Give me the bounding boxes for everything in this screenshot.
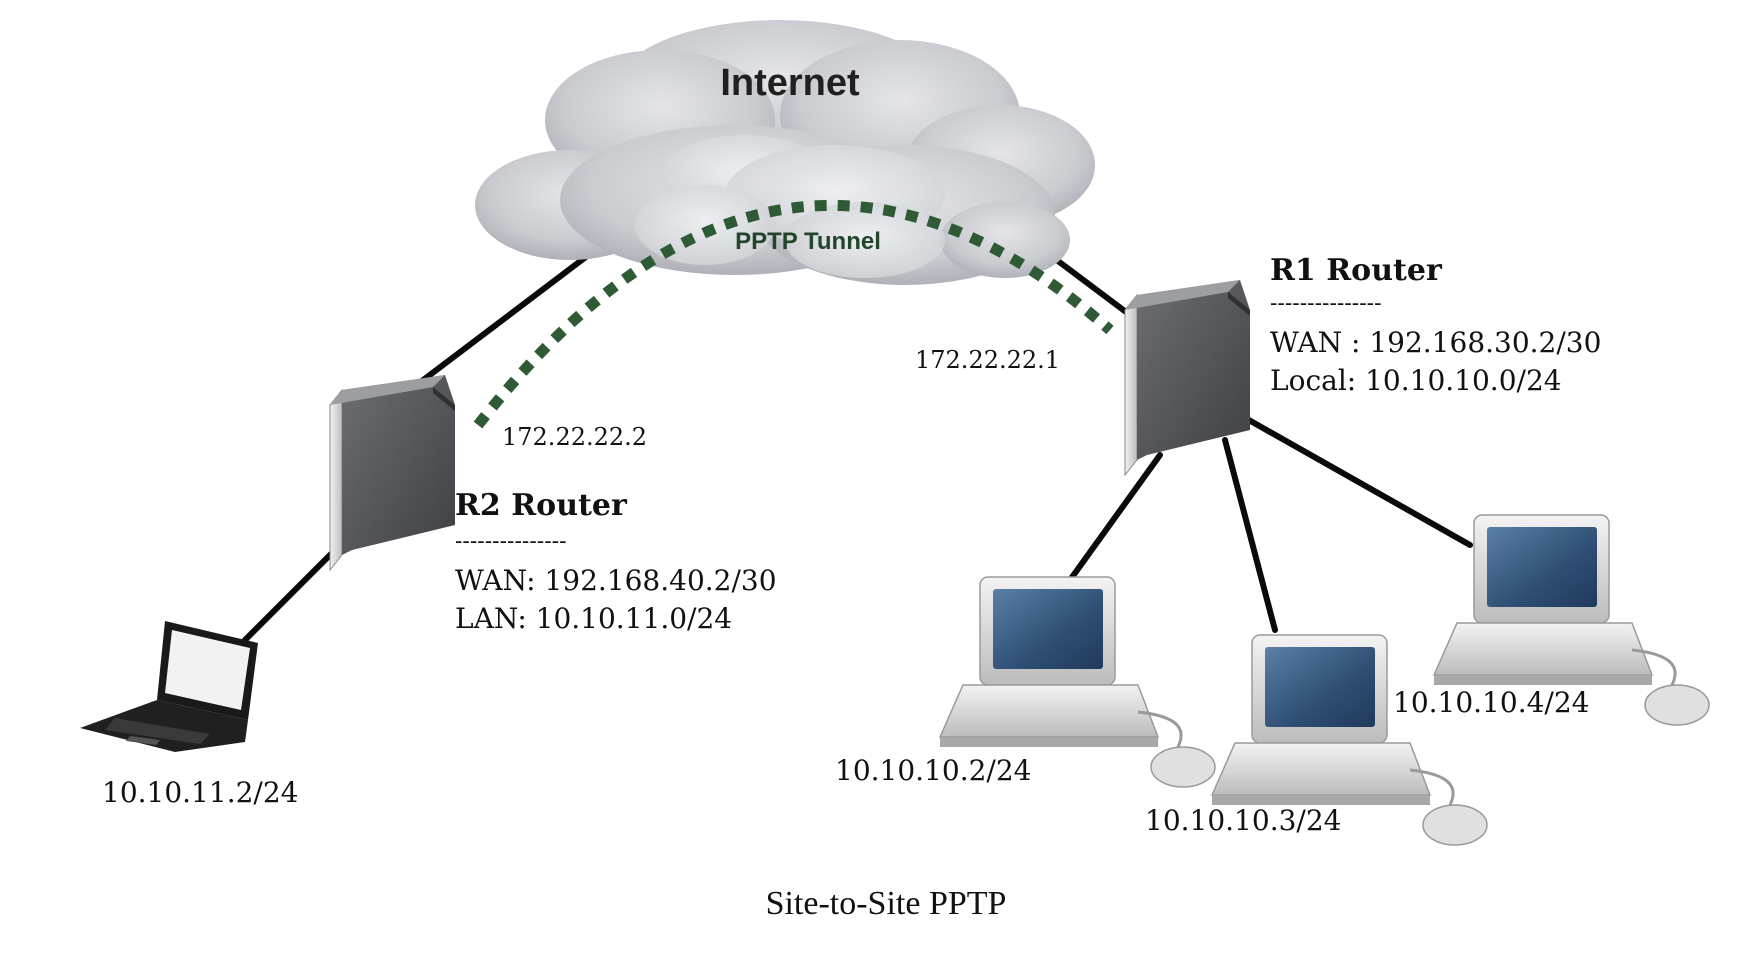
link-r1-internet: [1047, 252, 1133, 318]
r2-title: R2 Router: [455, 488, 628, 523]
pc2-ip: 10.10.10.3/24: [1145, 804, 1341, 837]
network-links: [242, 247, 1473, 643]
diagram-caption: Site-to-Site PPTP: [766, 885, 1007, 922]
internet-label: Internet: [720, 62, 860, 104]
link-r1-pc1: [1067, 452, 1163, 583]
link-r2-laptop: [242, 537, 348, 643]
tunnel-label: PPTP Tunnel: [735, 228, 881, 255]
link-r1-pc3: [1237, 412, 1473, 548]
pc1-ip: 10.10.10.2/24: [835, 754, 1031, 787]
pc3-ip: 10.10.10.4/24: [1393, 686, 1589, 719]
desktop-computer-icon: [1210, 634, 1488, 846]
laptop-icon: [80, 621, 258, 752]
r1-tunnel-ip: 172.22.22.1: [915, 346, 1060, 374]
router-icon: [329, 375, 455, 572]
router-icon: [1124, 280, 1250, 477]
r1-title: R1 Router: [1270, 253, 1443, 288]
r1-local: Local: 10.10.10.0/24: [1270, 364, 1562, 397]
r1-wan: WAN : 192.168.30.2/30: [1270, 326, 1601, 359]
desktop-computer-icon: [1432, 514, 1710, 726]
r2-tunnel-ip: 172.22.22.2: [502, 423, 647, 451]
r2-lan: LAN: 10.10.11.0/24: [455, 602, 732, 635]
r2-separator: ---------------: [455, 529, 567, 554]
r2-wan: WAN: 192.168.40.2/30: [455, 564, 777, 597]
desktop-computer-icon: [938, 576, 1216, 788]
laptop-ip: 10.10.11.2/24: [102, 776, 298, 809]
r1-separator: ---------------: [1270, 291, 1382, 316]
link-r2-internet: [407, 247, 598, 393]
cloud-icon: [475, 20, 1095, 285]
pptp-tunnel-path: [473, 200, 1114, 429]
link-r1-pc2: [1222, 437, 1278, 633]
